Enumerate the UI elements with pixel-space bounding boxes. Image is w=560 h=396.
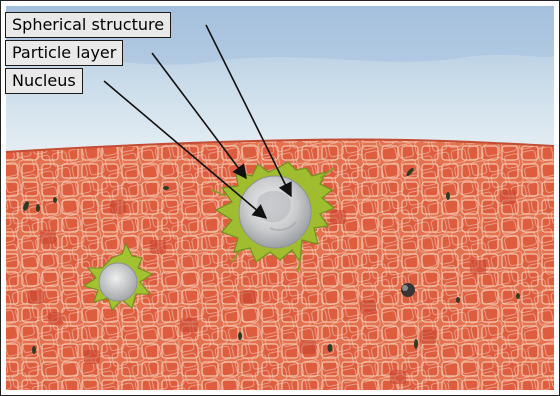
label-nucleus: Nucleus [5,68,83,94]
label-spherical-structure: Spherical structure [5,12,171,38]
spherical-structure-small [99,263,137,301]
dark-cluster [401,283,415,297]
label-particle-layer: Particle layer [5,40,123,66]
